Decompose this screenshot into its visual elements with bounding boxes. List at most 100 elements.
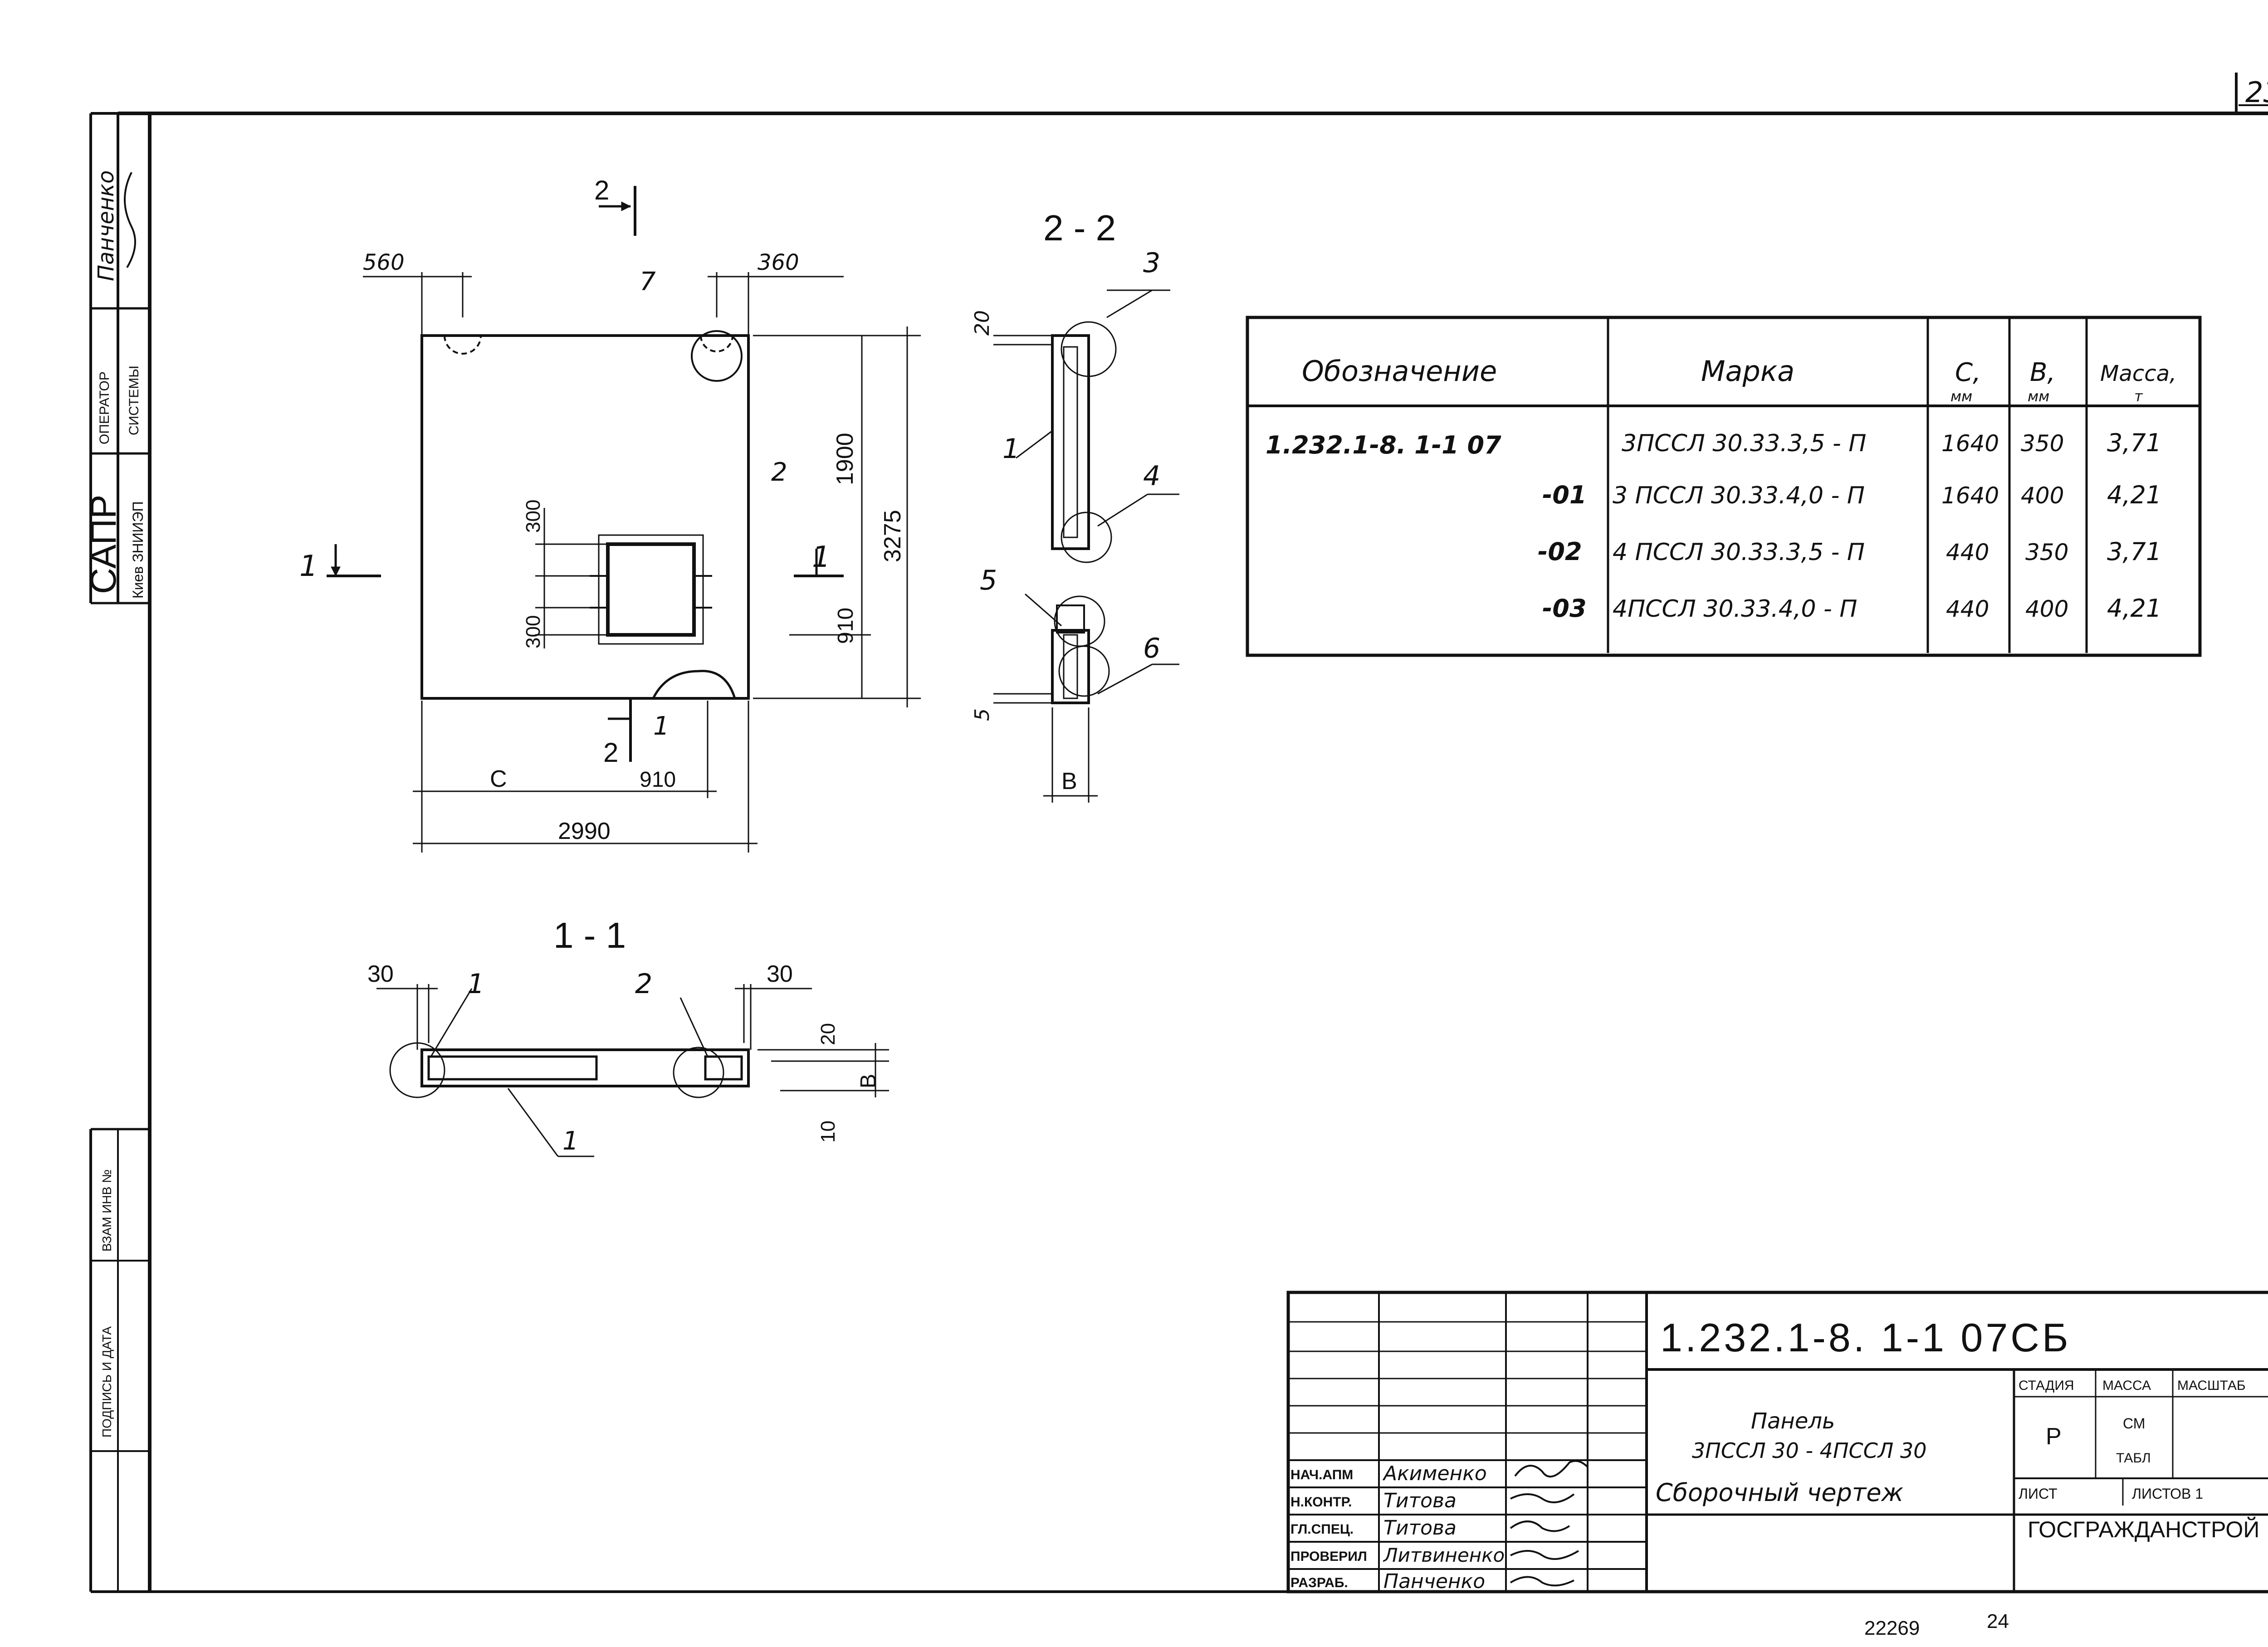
callout-1-s11: 1	[467, 968, 484, 1000]
dim-560: 560	[363, 250, 405, 275]
staff-role: ГЛ.СПЕЦ.	[1290, 1522, 1354, 1537]
staff-name: Акименко	[1382, 1462, 1487, 1485]
massa-header: МАССА	[2102, 1378, 2151, 1393]
spec-row-2: -02 4 ПССЛ 30.33.3,5 - П 440 350 3,71	[1538, 537, 2161, 566]
massa-value-2: ТАБЛ	[2116, 1451, 2151, 1466]
callout-4: 4	[1143, 460, 1160, 492]
spec-cell: 350	[2025, 539, 2068, 565]
title-name-2: 3ПССЛ 30 - 4ПССЛ 30	[1692, 1438, 1927, 1463]
spec-cell: 1640	[1941, 430, 1999, 457]
staff-row-3: ПРОВЕРИЛ Литвиненко	[1290, 1544, 1505, 1566]
spec-cell: -01	[1542, 481, 1587, 509]
spec-cell: 3 ПССЛ 30.33.4,0 - П	[1613, 482, 1865, 509]
callout-3: 3	[1143, 247, 1160, 279]
spec-unit-b: мм	[2028, 388, 2049, 405]
spec-cell: 1.232.1-8. 1-1 07	[1266, 431, 1501, 459]
callout-7: 7	[640, 267, 656, 297]
doc-code: 1.232.1-8. 1-1 07СБ	[1660, 1315, 2071, 1360]
masshtab-header: МАСШТАБ	[2177, 1378, 2246, 1393]
spec-header-c: С,	[1955, 358, 1981, 387]
stadiya-value: Р	[2046, 1423, 2062, 1450]
staff-name: Титова	[1383, 1516, 1457, 1540]
spec-cell: 400	[2021, 482, 2064, 509]
callout-1-section: 1	[1002, 433, 1020, 465]
spec-cell: 3,71	[2107, 537, 2161, 566]
sapr-label: САПР	[83, 495, 123, 594]
staff-row-0: НАЧ.АПМ Акименко	[1290, 1462, 1487, 1485]
dim-20-s11: 20	[817, 1023, 839, 1045]
spec-cell: 440	[1946, 539, 1989, 565]
panel-plan-outline	[420, 334, 750, 700]
spec-cell: 3ПССЛ 30.33.3,5 - П	[1622, 430, 1866, 457]
dim-300-top: 300	[522, 500, 544, 533]
title-block-frame	[1286, 1291, 2268, 1593]
stadiya-header: СТАДИЯ	[2019, 1378, 2074, 1393]
staff-name: Титова	[1383, 1489, 1457, 1512]
section-2-2-title: 2 - 2	[1043, 208, 1116, 248]
spec-cell: 350	[2021, 430, 2064, 457]
list-header: ЛИСТ	[2019, 1486, 2058, 1502]
massa-value-1: СМ	[2123, 1415, 2145, 1432]
staff-role: Н.КОНТР.	[1290, 1495, 1352, 1510]
organization: ГОСГРАЖДАНСТРОЙ	[2028, 1516, 2259, 1542]
cut-mark-top: 2	[594, 175, 609, 205]
listov-header: ЛИСТОВ 1	[2132, 1486, 2203, 1502]
spec-cell: 4,21	[2107, 594, 2161, 623]
spec-unit-mass: т	[2134, 388, 2143, 405]
spec-header-mass: Масса,	[2100, 361, 2176, 386]
dim-10: 10	[817, 1121, 839, 1143]
spec-row-1: -01 3 ПССЛ 30.33.4,0 - П 1640 400 4,21	[1542, 481, 2161, 509]
staff-role: РАЗРАБ.	[1290, 1575, 1348, 1590]
callout-6: 6	[1143, 633, 1160, 664]
spec-cell: -03	[1542, 594, 1587, 623]
sapr-sub-label: Киев ЗНИИЭП	[130, 501, 146, 599]
spec-header-mark: Марка	[1701, 355, 1794, 388]
staff-role: НАЧ.АПМ	[1290, 1467, 1353, 1482]
title-name-3: Сборочный чертеж	[1656, 1478, 1904, 1507]
dim-b-section: В	[1061, 768, 1077, 794]
spec-header-designation: Обозначение	[1302, 355, 1497, 388]
spec-cell: 4,21	[2107, 481, 2161, 509]
podpis-label: ПОДПИСЬ И ДАТА	[100, 1326, 114, 1437]
cut-mark-left: 1	[299, 550, 318, 583]
dim-910-bottom: 910	[640, 768, 676, 792]
spec-table-frame	[1246, 316, 2202, 657]
staff-row-2: ГЛ.СПЕЦ. Титова	[1290, 1516, 1457, 1540]
spec-cell: 4ПССЛ 30.33.4,0 - П	[1613, 595, 1857, 623]
spec-cell: 4 ПССЛ 30.33.3,5 - П	[1613, 539, 1865, 566]
spec-cell: 3,71	[2107, 429, 2161, 457]
spec-header-b: В,	[2030, 358, 2055, 387]
spec-cell: -02	[1538, 537, 1582, 566]
dim-c: С	[490, 766, 507, 792]
footer-code: 22269	[1864, 1617, 1920, 1639]
staff-row-4: РАЗРАБ. Панченко	[1290, 1570, 1485, 1593]
dim-30-left: 30	[367, 961, 394, 987]
cut-mark-bottom: 2	[603, 737, 618, 768]
callout-2-s11: 2	[635, 968, 652, 1000]
callout-1-s11-bottom: 1	[562, 1126, 579, 1156]
dim-360: 360	[758, 250, 799, 275]
callout-5: 5	[980, 565, 997, 596]
dim-1900: 1900	[832, 433, 858, 485]
footer-sheet: 24	[1987, 1610, 2009, 1632]
left-strip-name: Панченко	[93, 170, 119, 281]
spec-cell: 400	[2025, 596, 2068, 622]
staff-name: Литвиненко	[1383, 1544, 1505, 1566]
cut-mark-right: 1	[812, 541, 831, 574]
title-name-1: Панель	[1751, 1408, 1835, 1434]
staff-row-1: Н.КОНТР. Титова	[1290, 1489, 1457, 1512]
dim-910-right: 910	[834, 608, 858, 644]
dim-300-bottom: 300	[522, 615, 544, 648]
callout-1-plan: 1	[653, 711, 670, 741]
spec-cell: 1640	[1941, 482, 1999, 509]
dim-2990: 2990	[558, 818, 611, 844]
section-1-1-title: 1 - 1	[553, 915, 626, 955]
staff-name: Панченко	[1383, 1570, 1485, 1593]
dim-3275: 3275	[880, 510, 906, 562]
operator-label-1: ОПЕРАТОР	[97, 371, 112, 444]
spec-cell: 440	[1946, 596, 1989, 622]
dim-30-right: 30	[767, 961, 793, 987]
staff-role: ПРОВЕРИЛ	[1290, 1549, 1367, 1564]
dim-20-section: 20	[971, 310, 994, 336]
